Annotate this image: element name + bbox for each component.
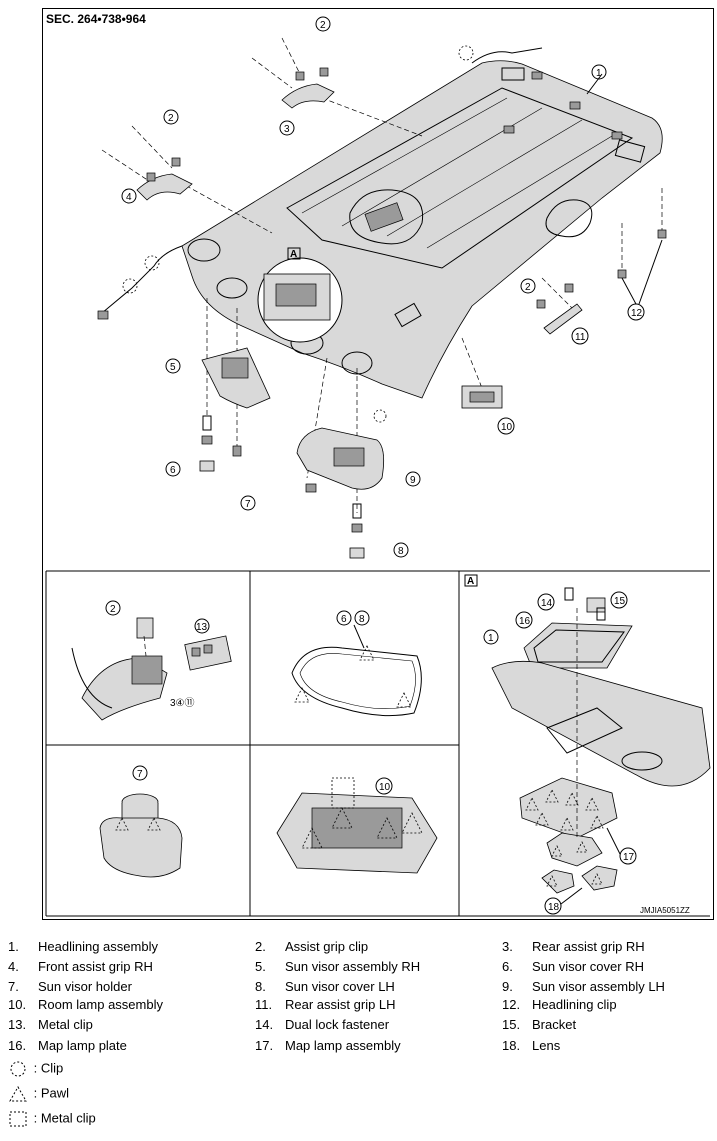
svg-text:2: 2 (110, 604, 116, 615)
detail-room-lamp: 10 (276, 777, 438, 874)
svg-text:10: 10 (379, 782, 391, 793)
symbol-pawl: : Pawl (8, 1085, 69, 1103)
svg-text:11: 11 (575, 332, 586, 343)
legend-item: 15.Bracket (502, 1017, 577, 1032)
detail-label: A (290, 249, 297, 260)
detail-callout-group: 3④⑪ (170, 697, 195, 709)
detail-assist-grip-clip: 2 13 3④⑪ (71, 600, 232, 721)
legend-item: 12.Headlining clip (502, 997, 617, 1012)
svg-text:8: 8 (359, 614, 365, 625)
svg-text:13: 13 (196, 622, 208, 633)
image-code: JMJIA5051ZZ (640, 906, 690, 915)
detail-visor-cover: 6 8 (291, 610, 422, 717)
svg-text:15: 15 (614, 596, 626, 607)
detail-sun-visor-holder: 7 (99, 765, 183, 878)
legend-item: 2.Assist grip clip (255, 939, 369, 954)
legend-item: 4.Front assist grip RH (8, 959, 153, 974)
detail-a-callout: A (257, 247, 343, 343)
svg-text:14: 14 (541, 598, 553, 609)
legend-item: 6.Sun visor cover RH (502, 959, 644, 974)
svg-text:2: 2 (525, 282, 531, 293)
svg-text:12: 12 (631, 308, 643, 319)
legend-item: 1.Headlining assembly (8, 939, 158, 954)
svg-text:6: 6 (341, 614, 347, 625)
rear-assist-grip-rh (281, 67, 335, 109)
legend-item: 17.Map lamp assembly (255, 1038, 401, 1053)
clip-symbol-icon (10, 1061, 26, 1077)
legend-item: 13.Metal clip (8, 1017, 93, 1032)
svg-text:16: 16 (519, 616, 531, 627)
legend-item: 5.Sun visor assembly RH (255, 959, 421, 974)
svg-text:2: 2 (320, 20, 326, 31)
metal-clip-symbol-icon (9, 1111, 27, 1127)
svg-text:3: 3 (284, 124, 290, 135)
svg-text:9: 9 (410, 475, 416, 486)
symbol-clip: : Clip (8, 1060, 63, 1078)
section-code: SEC. 264•738•964 (46, 12, 146, 26)
symbol-metal-clip: : Metal clip (8, 1110, 96, 1128)
legend-item: 16.Map lamp plate (8, 1038, 127, 1053)
legend-item: 18.Lens (502, 1038, 561, 1053)
legend-item: 9.Sun visor assembly LH (502, 979, 665, 994)
legend-item: 8.Sun visor cover LH (255, 979, 395, 994)
legend-item: 14.Dual lock fastener (255, 1017, 390, 1032)
svg-text:18: 18 (548, 902, 560, 913)
svg-text:1: 1 (488, 633, 494, 644)
legend-item: 7.Sun visor holder (8, 979, 132, 994)
svg-text:5: 5 (170, 362, 176, 373)
legend-item: 3.Rear assist grip RH (502, 939, 645, 954)
detail-map-lamp: A 1 (464, 574, 711, 915)
headlining-assembly (101, 47, 663, 399)
svg-text:7: 7 (245, 499, 251, 510)
sun-visor-rh (201, 347, 271, 409)
detail-a-label: A (467, 576, 474, 587)
legend-item: 11.Rear assist grip LH (255, 997, 396, 1012)
svg-text:2: 2 (168, 113, 174, 124)
rear-assist-grip-lh (536, 283, 583, 335)
pawl-symbol-icon (9, 1085, 27, 1102)
legend-item: 10.Room lamp assembly (8, 997, 163, 1012)
room-lamp-assembly (461, 385, 503, 409)
svg-text:8: 8 (398, 546, 404, 557)
svg-text:17: 17 (623, 852, 635, 863)
front-assist-grip-rh (136, 157, 193, 201)
exploded-diagram: .ln{fill:none;stroke:#000;stroke-width:1… (42, 8, 714, 920)
svg-text:7: 7 (137, 769, 143, 780)
callout-numbers: 1 2 2 2 3 4 5 6 7 8 9 10 11 12 (121, 16, 663, 558)
svg-text:4: 4 (126, 192, 132, 203)
fasteners (97, 229, 667, 559)
svg-text:1: 1 (596, 68, 602, 79)
svg-text:10: 10 (501, 422, 513, 433)
svg-text:6: 6 (170, 465, 176, 476)
sun-visor-lh (296, 427, 385, 490)
